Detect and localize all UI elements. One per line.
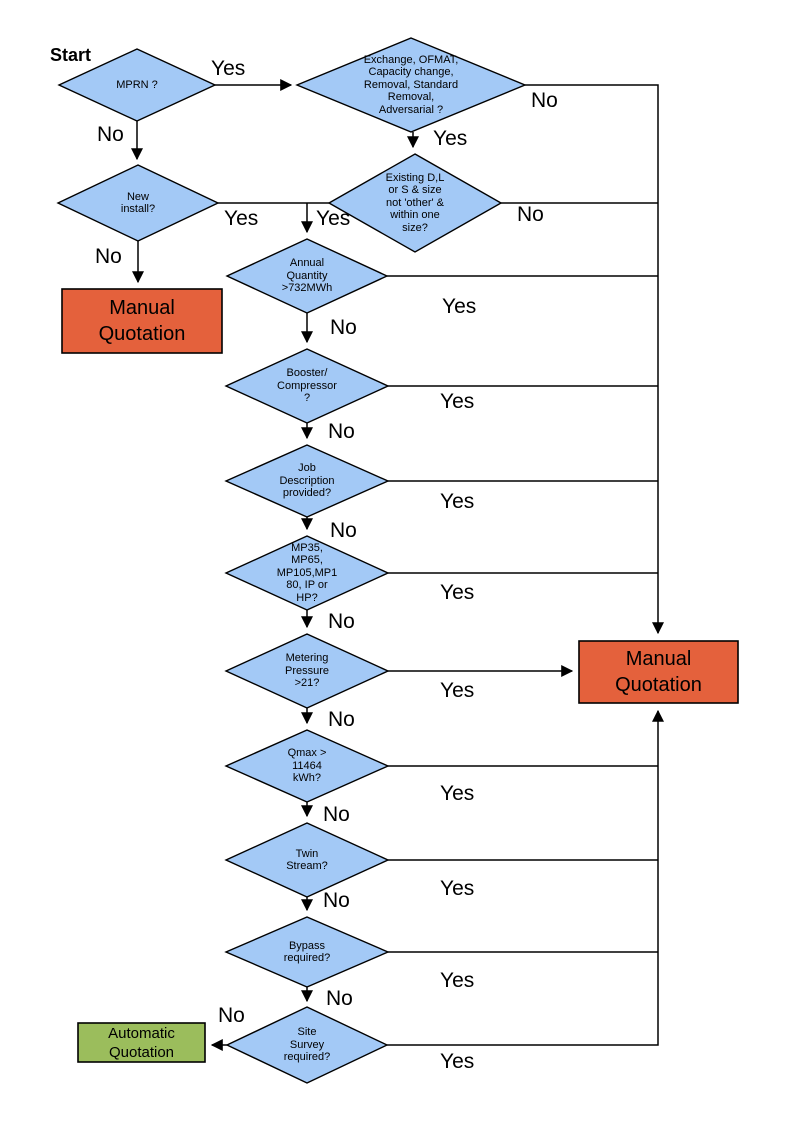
decision-mprn: MPRN ? [116, 78, 158, 91]
edge-label-exchange-no: No [531, 89, 558, 112]
edge-label-site-yes: Yes [440, 1050, 475, 1073]
edge-label-existing-no: No [517, 203, 544, 226]
decision-exchange-shape [295, 37, 527, 133]
automatic-quotation-label: Automatic Quotation [108, 1024, 175, 1061]
edge-label-mp-no: No [328, 610, 355, 633]
connector-site-yes-collector [387, 709, 664, 1046]
edge-label-metering-no: No [328, 708, 355, 731]
edge-label-metering-yes: Yes [440, 679, 475, 702]
decision-site-survey: Site Survey required? [283, 1026, 331, 1064]
edge-label-annual-no: No [330, 316, 357, 339]
edge-label-booster-no: No [328, 420, 355, 443]
decision-booster-shape [224, 348, 390, 424]
edge-label-mprn-yes: Yes [211, 57, 246, 80]
decision-bypass-shape [224, 916, 390, 988]
edge-label-twin-yes: Yes [440, 877, 475, 900]
decision-existing: Existing D,L or S & size not 'other' & w… [385, 171, 445, 234]
decision-job-description: Job Description provided? [279, 462, 335, 500]
decision-existing-shape [327, 153, 503, 253]
decision-twin-stream: Twin Stream? [286, 847, 328, 873]
manual-quotation-left-box [61, 288, 223, 354]
decision-new-install: New install? [120, 190, 156, 216]
decision-metering-pressure-shape [224, 633, 390, 709]
edge-label-exchange-yes: Yes [433, 127, 468, 150]
decision-qmax: Qmax > 11464 kWh? [287, 747, 327, 785]
edge-label-qmax-yes: Yes [440, 782, 475, 805]
edge-label-site-no: No [218, 1004, 245, 1027]
decision-annual-quantity-shape [225, 238, 389, 314]
edge-label-annual-yes: Yes [442, 295, 477, 318]
edge-label-bypass-no: No [326, 987, 353, 1010]
decision-exchange: Exchange, OFMAT, Capacity change, Remova… [363, 53, 459, 116]
decision-site-survey-shape [225, 1006, 389, 1084]
decision-job-description-shape [224, 444, 390, 518]
decision-meter-type: MP35, MP65, MP105,MP1 80, IP or HP? [276, 541, 338, 604]
decision-booster: Booster/ Compressor ? [277, 367, 337, 405]
decision-meter-type-shape [224, 535, 390, 611]
edge-label-qmax-no: No [323, 803, 350, 826]
manual-quotation-right-box [578, 640, 739, 704]
manual-quotation-left-label: Manual Quotation [98, 297, 186, 345]
decision-new-install-shape [56, 164, 220, 242]
automatic-quotation-box [77, 1022, 206, 1063]
edge-label-mprn-no: No [97, 123, 124, 146]
edge-label-job-no: No [330, 519, 357, 542]
edge-label-new-install-no: No [95, 245, 122, 268]
decision-twin-stream-shape [224, 822, 390, 898]
decision-mprn-shape [57, 48, 217, 122]
edge-label-new-install-yes: Yes [224, 207, 259, 230]
edge-label-booster-yes: Yes [440, 390, 475, 413]
start-label: Start [50, 45, 92, 65]
edge-label-existing-yes: Yes [316, 207, 351, 230]
decision-qmax-shape [224, 729, 390, 803]
decision-metering-pressure: Metering Pressure >21? [284, 652, 330, 690]
connector-exchange-no-collector [525, 84, 664, 635]
edge-label-job-yes: Yes [440, 490, 475, 513]
manual-quotation-right-label: Manual Quotation [615, 648, 702, 696]
edge-label-mp-yes: Yes [440, 581, 475, 604]
edge-label-twin-no: No [323, 889, 350, 912]
edge-label-bypass-yes: Yes [440, 969, 475, 992]
decision-bypass: Bypass required? [283, 939, 331, 965]
decision-annual-quantity: Annual Quantity >732MWh [281, 257, 333, 295]
